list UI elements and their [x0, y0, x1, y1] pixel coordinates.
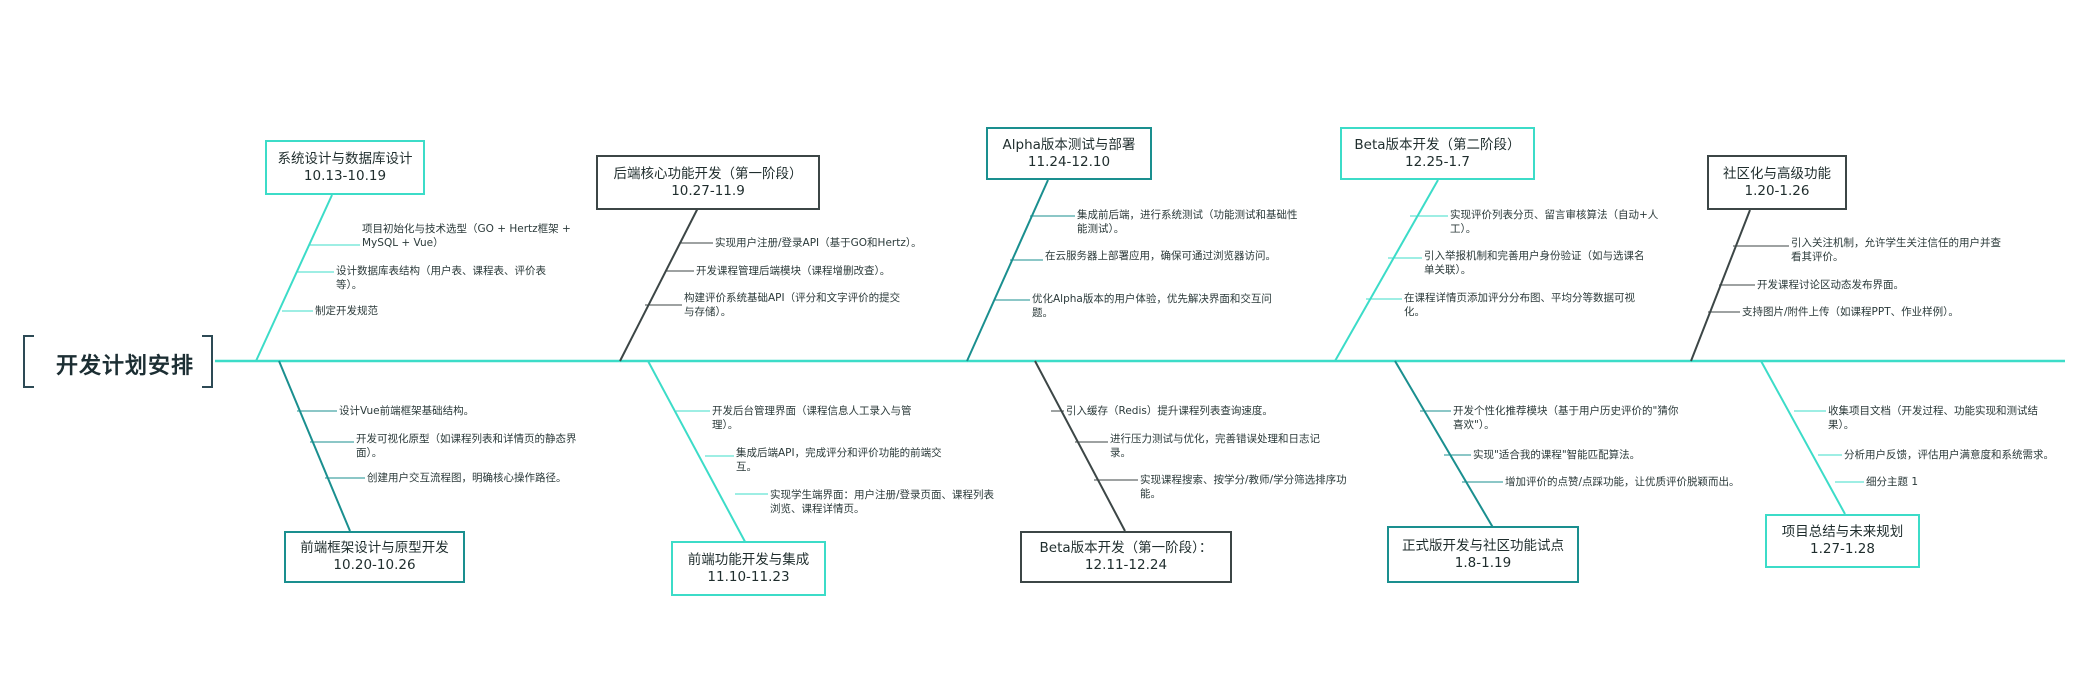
- branch-title: 前端框架设计与原型开发: [300, 540, 449, 556]
- note-item: 开发可视化原型（如课程列表和详情页的静态界面）。: [356, 433, 577, 459]
- branch-box-system-design[interactable]: 系统设计与数据库设计 10.13-10.19: [265, 140, 425, 195]
- note-item: 构建评价系统基础API（评分和文字评价的提交与存储）。: [684, 292, 901, 318]
- note-item: 细分主题 1: [1866, 476, 1919, 488]
- bone-bottom-1: [278, 360, 351, 532]
- root-bracket-left: [23, 335, 34, 388]
- bone-top-2: [619, 199, 703, 362]
- note-item: 集成后端API，完成评分和评价功能的前端交互。: [736, 447, 942, 473]
- branch-title: Beta版本开发（第二阶段）: [1354, 136, 1521, 153]
- bone-bottom-5: [1760, 360, 1846, 515]
- branch-dates: 12.11-12.24: [1084, 557, 1168, 573]
- note-item: 实现课程搜索、按学分/教师/学分筛选排序功能。: [1140, 474, 1347, 500]
- note-item: 优化Alpha版本的用户体验，优先解决界面和交互问题。: [1032, 293, 1272, 319]
- bone-bottom-3: [1034, 360, 1126, 532]
- branch-title: 后端核心功能开发（第一阶段）: [613, 165, 803, 182]
- branch-box-beta-phase-two[interactable]: Beta版本开发（第二阶段） 12.25-1.7: [1340, 127, 1535, 180]
- note-item: 开发个性化推荐模块（基于用户历史评价的"猜你喜欢"）。: [1453, 405, 1679, 431]
- branch-title: 系统设计与数据库设计: [277, 150, 413, 167]
- branch-box-summary-planning[interactable]: 项目总结与未来规划 1.27-1.28: [1765, 514, 1920, 568]
- branch-title: 项目总结与未来规划: [1781, 524, 1904, 540]
- note-item: 开发后台管理界面（课程信息人工录入与管理）。: [712, 405, 912, 431]
- branch-dates: 11.24-12.10: [1027, 153, 1111, 170]
- note-item: 在云服务器上部署应用，确保可通过浏览器访问。: [1045, 250, 1276, 262]
- branch-box-beta-phase-one[interactable]: Beta版本开发（第一阶段）： 12.11-12.24: [1020, 531, 1232, 583]
- note-item: 增加评价的点赞/点踩功能，让优质评价脱颖而出。: [1505, 476, 1740, 488]
- bone-top-4: [1334, 179, 1439, 362]
- note-item: 引入关注机制，允许学生关注信任的用户并查看其评价。: [1791, 237, 2001, 263]
- note-item: 制定开发规范: [315, 305, 378, 317]
- bone-top-1: [255, 194, 333, 362]
- note-item: 开发课程管理后端模块（课程增删改查）。: [696, 265, 891, 277]
- branch-box-release-community[interactable]: 正式版开发与社区功能试点 1.8-1.19: [1387, 526, 1579, 583]
- bone-top-3: [966, 179, 1049, 362]
- branch-box-alpha-test[interactable]: Alpha版本测试与部署 11.24-12.10: [986, 127, 1152, 180]
- note-item: 进行压力测试与优化，完善错误处理和日志记录。: [1110, 433, 1320, 459]
- note-item: 收集项目文档（开发过程、功能实现和测试结果）。: [1828, 405, 2038, 431]
- bone-bottom-4: [1394, 360, 1496, 532]
- branch-title: Beta版本开发（第一阶段）：: [1039, 540, 1213, 556]
- branch-dates: 12.25-1.7: [1405, 153, 1470, 170]
- note-item: 引入举报机制和完善用户身份验证（如与选课名单关联）。: [1424, 250, 1645, 276]
- root-bracket-right: [202, 335, 213, 388]
- note-item: 支持图片/附件上传（如课程PPT、作业样例）。: [1742, 306, 1959, 318]
- note-item: 实现用户注册/登录API（基于GO和Hertz）。: [715, 237, 922, 249]
- branch-title: 正式版开发与社区功能试点: [1402, 537, 1564, 554]
- note-item: 分析用户反馈，评估用户满意度和系统需求。: [1844, 449, 2054, 461]
- note-item: 创建用户交互流程图，明确核心操作路径。: [367, 472, 567, 484]
- branch-title: 社区化与高级功能: [1723, 165, 1831, 182]
- branch-dates: 1.8-1.19: [1454, 554, 1512, 571]
- note-item: 集成前后端，进行系统测试（功能测试和基础性能测试）。: [1077, 209, 1298, 235]
- branch-box-frontend-framework[interactable]: 前端框架设计与原型开发 10.20-10.26: [284, 531, 465, 583]
- note-item: 设计数据库表结构（用户表、课程表、评价表等）。: [336, 265, 546, 291]
- note-item: 实现学生端界面：用户注册/登录页面、课程列表浏览、课程详情页。: [770, 489, 995, 515]
- branch-dates: 10.13-10.19: [303, 167, 387, 184]
- branch-box-backend-core[interactable]: 后端核心功能开发（第一阶段） 10.27-11.9: [596, 155, 820, 210]
- branch-box-community-advanced[interactable]: 社区化与高级功能 1.20-1.26: [1707, 155, 1847, 210]
- note-item: 在课程详情页添加评分分布图、平均分等数据可视化。: [1404, 292, 1635, 318]
- root-title: 开发计划安排: [56, 354, 195, 379]
- note-item: 开发课程讨论区动态发布界面。: [1757, 279, 1904, 291]
- branch-dates: 10.20-10.26: [333, 557, 416, 573]
- note-item: 引入缓存（Redis）提升课程列表查询速度。: [1066, 405, 1273, 417]
- note-item: 项目初始化与技术选型（GO + Hertz框架 + MySQL + Vue）: [362, 223, 571, 249]
- branch-box-frontend-integration[interactable]: 前端功能开发与集成 11.10-11.23: [671, 541, 826, 596]
- branch-title: Alpha版本测试与部署: [1002, 136, 1136, 153]
- note-item: 设计Vue前端框架基础结构。: [339, 405, 475, 417]
- branch-dates: 1.20-1.26: [1744, 182, 1810, 199]
- note-item: 实现评价列表分页、留言审核算法（自动+人工）。: [1450, 209, 1659, 235]
- branch-dates: 1.27-1.28: [1810, 541, 1875, 557]
- note-item: 实现"适合我的课程"智能匹配算法。: [1473, 449, 1641, 461]
- branch-dates: 11.10-11.23: [707, 568, 790, 585]
- branch-title: 前端功能开发与集成: [687, 551, 810, 568]
- bone-bottom-2: [647, 360, 751, 552]
- branch-dates: 10.27-11.9: [671, 182, 745, 199]
